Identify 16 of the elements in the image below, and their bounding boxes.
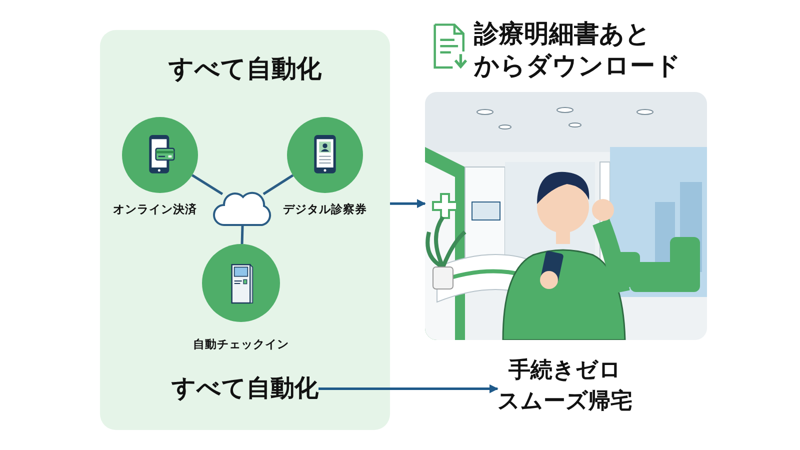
icon-caption: オンライン決済	[113, 202, 197, 217]
icon-caption: デジタル診察券	[283, 202, 367, 217]
heading-text: 診療明細書あと	[474, 18, 651, 50]
connector-line	[240, 226, 244, 244]
caption-text: 手続きゼロ	[508, 357, 622, 385]
panel-heading: すべて自動化	[168, 53, 322, 85]
connector-line	[262, 174, 294, 196]
connector-line	[192, 174, 224, 196]
arrow	[390, 199, 426, 208]
arrow	[318, 384, 498, 394]
caption-text: すべて自動化	[172, 372, 318, 406]
clinic-illustration-drawing	[425, 92, 707, 340]
caption-text: スムーズ帰宅	[498, 388, 632, 416]
heading-text: からダウンロード	[474, 50, 681, 82]
panel-background	[100, 30, 390, 430]
icon-caption: 自動チェックイン	[193, 337, 289, 352]
